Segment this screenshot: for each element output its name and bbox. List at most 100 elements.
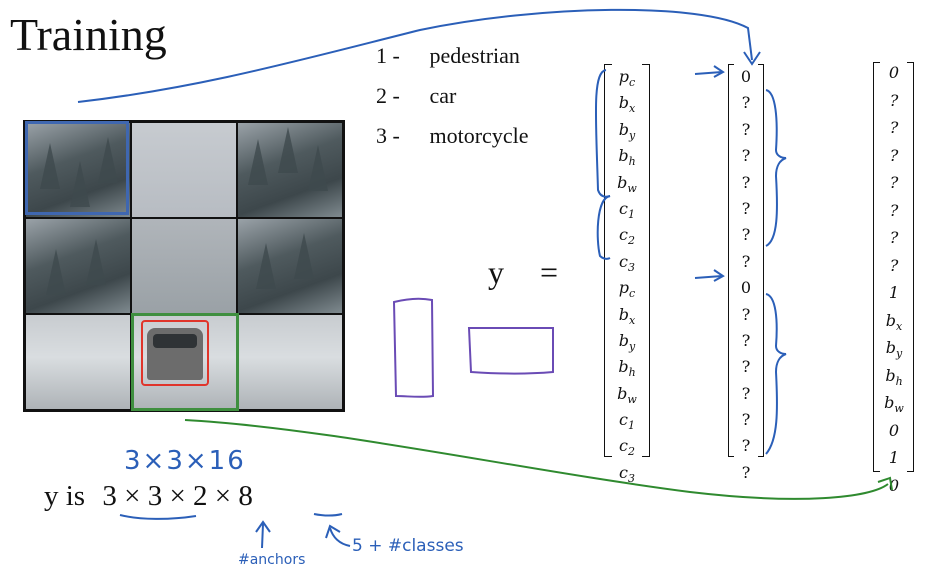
vector-value-symbol: ? — [741, 410, 751, 430]
vector-value: ? — [733, 196, 759, 222]
vector-label: by — [612, 117, 642, 143]
vector-2-left-bracket — [728, 64, 734, 457]
green-arrow-to-vector — [184, 419, 889, 500]
object-grid-cell — [131, 313, 239, 411]
tree-shape — [86, 239, 106, 285]
vector-label-subscript: 2 — [627, 445, 635, 459]
vector-value: ? — [733, 433, 759, 459]
vector-3-right-bracket — [907, 62, 914, 472]
vector-value: ? — [879, 88, 909, 116]
vector-label: bh — [612, 143, 642, 169]
blue-arrow-pc-1 — [694, 71, 723, 75]
vector-value-symbol: ? — [889, 228, 899, 247]
grid-cell — [237, 218, 343, 314]
handwritten-classes-note: 5 + #classes — [352, 536, 464, 556]
vector-label-subscript: c — [629, 287, 636, 301]
vector-value-symbol: b — [885, 365, 896, 385]
vector-value-symbol: ? — [889, 90, 899, 110]
vector-label-subscript: x — [629, 102, 636, 116]
class-number: 3 - — [376, 123, 400, 148]
vector-value: ? — [879, 115, 909, 143]
blue-arrow-anchors — [255, 520, 271, 549]
vector-value-symbol: ? — [741, 436, 751, 456]
vector-value-symbol: ? — [741, 304, 751, 324]
tree-shape — [278, 127, 298, 173]
slide-title: Training — [10, 9, 167, 60]
vector-value-symbol: 0 — [888, 63, 900, 82]
vector-value-symbol: ? — [741, 462, 751, 482]
vector-label-subscript: 1 — [627, 208, 635, 222]
blue-arrowhead-pc-2 — [713, 269, 725, 282]
class-item: 2 - car — [376, 76, 528, 116]
y-symbol: y — [488, 254, 504, 290]
blue-left-brace-box — [594, 69, 611, 198]
vector-value-symbol: 1 — [888, 448, 900, 467]
expression-dims: 3 × 3 × 2 × 8 — [102, 480, 253, 512]
vector-label-subscript: 3 — [627, 260, 635, 274]
vector-label-subscript: 1 — [627, 419, 635, 433]
vector-value: ? — [879, 253, 909, 281]
vector-label-symbol: c — [619, 410, 628, 430]
blue-right-brace-bottom — [765, 293, 787, 455]
blue-arrowhead-top — [743, 51, 761, 66]
vector-value-symbol: 0 — [888, 420, 900, 440]
vector-value: bw — [879, 390, 909, 418]
vector-label: pc — [612, 64, 642, 90]
vector-value: 0 — [879, 418, 909, 446]
blue-arrow-pc-2 — [694, 275, 723, 279]
tree-shape — [294, 233, 314, 279]
vector-value: bh — [879, 363, 909, 391]
vector-value: ? — [879, 170, 909, 198]
vector-value: by — [879, 335, 909, 363]
vector-value-symbol: b — [885, 338, 897, 357]
vector-value-symbol: ? — [889, 118, 899, 137]
vector-3-left-bracket — [873, 62, 880, 472]
vector-label-subscript: x — [629, 313, 636, 327]
vector-value: ? — [733, 407, 759, 433]
class-number: 1 - — [376, 43, 400, 68]
car-window — [153, 334, 197, 348]
tree-shape — [248, 139, 268, 185]
vector-1-left-bracket — [604, 64, 612, 457]
vector-label-subscript: w — [627, 181, 637, 195]
vector-label-symbol: b — [617, 383, 628, 403]
grid-cell — [25, 218, 131, 314]
vector-label-symbol: b — [618, 93, 630, 113]
vector-label-symbol: b — [617, 172, 628, 192]
class-label: motorcycle — [429, 123, 529, 148]
vector-value-symbol: 0 — [740, 278, 752, 298]
vector-label-symbol: p — [618, 278, 630, 298]
vector-value: ? — [733, 302, 759, 328]
vector-value: 1 — [879, 445, 909, 473]
vector-label-subscript: y — [629, 128, 636, 142]
class-label: pedestrian — [429, 43, 520, 68]
class-label: car — [429, 83, 457, 108]
vector-value-symbol: ? — [889, 255, 899, 275]
vector-value-symbol: ? — [741, 251, 751, 271]
vector-value: ? — [733, 249, 759, 275]
vector-value-symbol: b — [885, 310, 897, 330]
handwritten-grid-size: 3×3×16 — [124, 446, 246, 476]
vector-label: c3 — [612, 460, 642, 486]
vector-value-symbol: ? — [889, 145, 899, 165]
vector-label-symbol: p — [618, 67, 630, 86]
grid-cell — [25, 314, 131, 410]
vector-value: ? — [733, 222, 759, 248]
vector-value: 0 — [733, 275, 759, 301]
vector-label-subscript: c — [629, 76, 636, 90]
vector-label: bx — [612, 302, 642, 328]
blue-arrow-to-vector — [77, 8, 753, 103]
tree-shape — [256, 243, 276, 289]
grid-cell — [131, 122, 237, 218]
vector-value: ? — [879, 225, 909, 253]
equals-sign: = — [540, 254, 559, 290]
vector-value: bx — [879, 308, 909, 336]
vector-label: c2 — [612, 222, 642, 248]
vector-label-subscript: w — [627, 392, 637, 406]
vector-label: bw — [612, 170, 642, 196]
blue-underline-3 — [119, 514, 197, 520]
vector-label: c1 — [612, 407, 642, 433]
image-grid — [23, 120, 345, 412]
vector-value-symbol: b — [884, 393, 895, 412]
